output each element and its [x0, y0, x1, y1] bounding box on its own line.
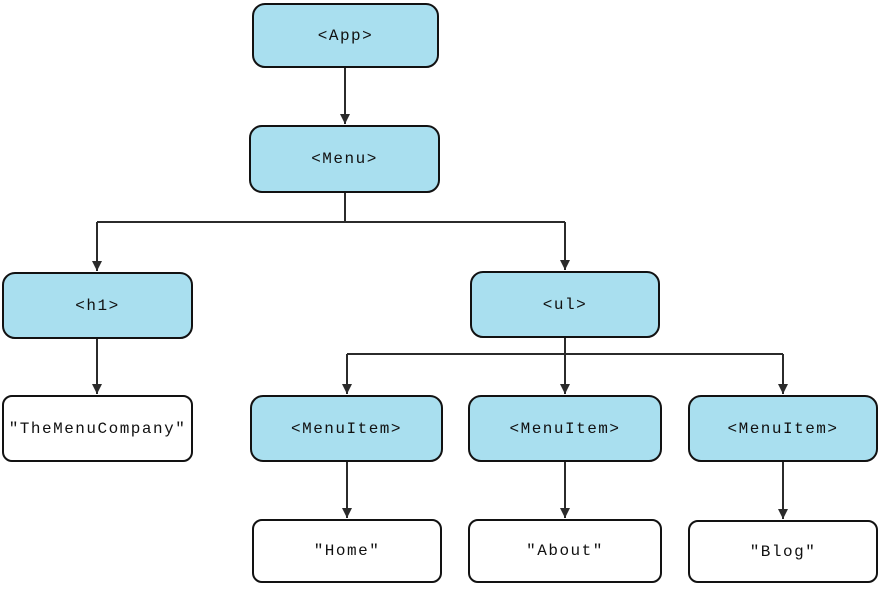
node-menuitem-2: <MenuItem> [468, 395, 662, 462]
node-menuitem-1: <MenuItem> [250, 395, 443, 462]
node-h1: <h1> [2, 272, 193, 339]
node-text-themenucompany: "TheMenuCompany" [2, 395, 193, 462]
node-menu: <Menu> [249, 125, 440, 193]
node-app: <App> [252, 3, 439, 68]
node-menuitem-3: <MenuItem> [688, 395, 878, 462]
node-text-blog: "Blog" [688, 520, 878, 583]
node-ul: <ul> [470, 271, 660, 338]
node-text-about: "About" [468, 519, 662, 583]
node-text-home: "Home" [252, 519, 442, 583]
